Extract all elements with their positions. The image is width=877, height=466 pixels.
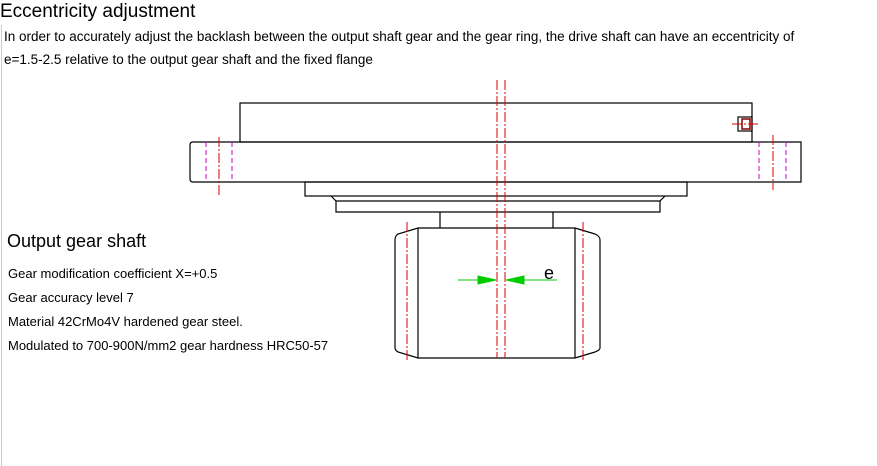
- spec-item: Gear modification coefficient X=+0.5: [8, 266, 218, 281]
- bolt-holes: [205, 142, 787, 182]
- left-border: [1, 25, 2, 466]
- top-housing: [239, 102, 753, 143]
- spec-item: Material 42CrMo4V hardened gear steel.: [8, 314, 243, 329]
- neck: [439, 212, 554, 228]
- lower-step: [304, 181, 688, 197]
- fixed-flange: [189, 141, 802, 183]
- spec-item: Modulated to 700-900N/mm2 gear hardness …: [8, 338, 329, 353]
- description-line-2: e=1.5-2.5 relative to the output gear sh…: [4, 52, 373, 67]
- spec-item: Gear accuracy level 7: [8, 290, 134, 305]
- eccentricity-dimension: [458, 275, 557, 285]
- dimension-label: e: [544, 263, 554, 283]
- section-title: Eccentricity adjustment: [0, 1, 196, 22]
- output-gear-shaft-heading: Output gear shaft: [7, 231, 147, 251]
- chamfered-ring: [330, 195, 666, 213]
- description-line-1: In order to accurately adjust the backla…: [4, 29, 795, 44]
- centerlines: [218, 80, 774, 362]
